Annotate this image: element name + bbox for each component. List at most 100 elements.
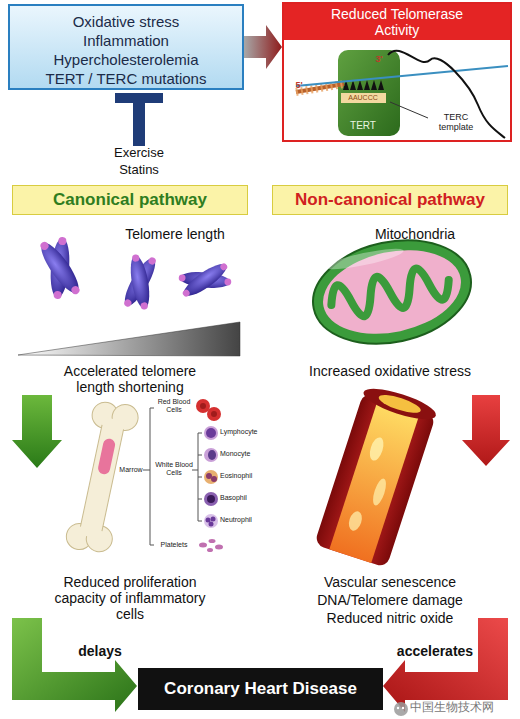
blood-vessel <box>314 383 439 568</box>
down-arrow <box>462 395 510 466</box>
blood-cells <box>207 495 215 503</box>
inhibition-symbol <box>133 98 145 146</box>
node-text: Oxidative stress <box>10 12 242 31</box>
chromosomes <box>174 257 235 302</box>
telomerase-illustration <box>341 93 386 103</box>
blood-vessel <box>360 383 438 426</box>
cause-box: Oxidative stressInflammationHypercholest… <box>8 4 244 90</box>
bracket <box>198 477 202 478</box>
bracket <box>198 455 202 456</box>
cell-label: Lymphocyte <box>220 428 272 436</box>
blood-vessel <box>377 391 423 416</box>
cell-label: White Blood Cells <box>154 461 194 477</box>
node-text: Non-canonical pathway <box>295 190 485 210</box>
watermark-icon <box>397 707 399 709</box>
mitochondrion <box>303 226 480 357</box>
bracket <box>150 545 154 546</box>
down-arrow <box>12 395 62 468</box>
blood-cells <box>204 492 218 506</box>
node-text: TERT / TERC mutations <box>10 69 242 88</box>
bone <box>79 417 125 539</box>
length-triangle <box>18 322 240 356</box>
blood-vessel <box>367 436 386 463</box>
blood-cells <box>209 522 214 527</box>
blood-cells <box>200 403 206 409</box>
bracket <box>198 433 202 434</box>
node-text: Canonical pathway <box>53 190 207 210</box>
watermark: 中国生物技术网 <box>410 701 518 715</box>
bracket <box>150 408 154 409</box>
bracket <box>150 408 151 545</box>
blood-cells <box>209 539 216 543</box>
telomerase-illustration <box>371 80 377 90</box>
bracket <box>198 521 202 522</box>
part-label: Marrow <box>116 466 146 474</box>
blood-cells <box>208 450 216 460</box>
node-text: Hypercholesterolemia <box>10 50 242 69</box>
part-label: TERC template <box>428 112 484 133</box>
blood-cells <box>207 407 221 421</box>
effect-text: Vascular senescence <box>290 574 490 590</box>
blood-cells <box>196 399 223 552</box>
blood-cells <box>207 548 213 552</box>
blood-cells <box>215 545 223 550</box>
arrow-label: delays <box>60 643 140 659</box>
flow-arrow <box>244 25 282 69</box>
inhibition-symbol <box>115 93 163 146</box>
cell-label: Red Blood Cells <box>154 398 194 414</box>
effect-text: Increased oxidative stress <box>290 363 490 379</box>
modifier-text: Exercise <box>99 146 179 161</box>
bracket <box>143 470 150 471</box>
template-sequence: AAUCCC <box>340 94 386 102</box>
chromosomes <box>33 232 235 314</box>
bone <box>80 425 102 527</box>
bracket <box>192 470 198 471</box>
telomerase-illustration <box>296 50 508 138</box>
cell-label: Neutrophil <box>220 516 272 524</box>
telomerase-illustration <box>338 50 400 136</box>
bracket <box>143 408 202 545</box>
part-label: Mitochondria <box>355 226 475 242</box>
node-text: Coronary Heart Disease <box>164 679 357 699</box>
blood-cells <box>206 518 211 523</box>
mitochondrion <box>315 238 469 345</box>
blood-vessel <box>329 397 420 563</box>
effect-text: DNA/Telomere damage <box>290 592 490 608</box>
pathway-header: Canonical pathway <box>12 185 248 215</box>
cell-label: Eosinophil <box>220 472 272 480</box>
chromosomes <box>33 232 86 304</box>
blood-cells <box>204 470 218 484</box>
cell-label: Monocyte <box>220 450 272 458</box>
telomerase-illustration <box>378 80 384 90</box>
blood-vessel <box>370 477 388 507</box>
bracket <box>198 499 202 500</box>
watermark-icon <box>402 707 404 709</box>
blood-cells <box>199 543 207 548</box>
strand-end: 3' <box>372 54 386 64</box>
chromosomes <box>118 250 162 313</box>
enzyme-label: TERT <box>340 120 386 132</box>
telomerase-illustration <box>296 66 508 86</box>
effect-text: Reduced nitric oxide <box>290 610 490 626</box>
flow-arrow <box>12 618 137 712</box>
cell-label: Platelets <box>154 541 194 549</box>
blood-cells <box>204 426 218 440</box>
blood-cells <box>211 517 216 522</box>
mitochondrion <box>324 245 405 273</box>
bone <box>64 398 141 556</box>
blood-cells <box>211 411 217 417</box>
mitochondrion <box>303 226 480 357</box>
flow-arrow <box>383 618 508 712</box>
telomerase-illustration <box>388 51 505 138</box>
effect-text: Accelerated telomere length shortening <box>45 363 215 395</box>
telomerase-illustration <box>390 102 428 118</box>
blood-cells <box>206 473 212 479</box>
mitochondrion <box>328 262 453 322</box>
telomerase-illustration <box>364 80 370 90</box>
effect-text: Reduced proliferation capacity of inflam… <box>40 574 220 622</box>
telomerase-box: Reduced Telomerase Activity <box>282 2 512 142</box>
arrow-label: accelerates <box>385 643 485 659</box>
telomerase-illustration <box>357 80 363 90</box>
blood-cells <box>206 428 216 438</box>
